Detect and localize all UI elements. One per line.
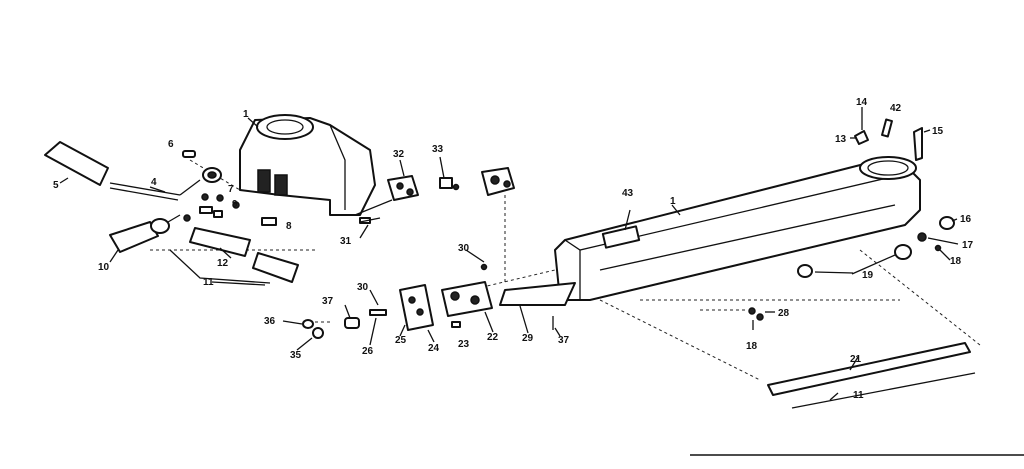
lower-latch-assembly — [302, 263, 576, 339]
callout-18-lower: 18 — [746, 341, 758, 352]
arm-column-housing — [239, 114, 376, 216]
callout-14: 14 — [856, 97, 868, 108]
radial-arm — [554, 156, 921, 301]
callout-43: 43 — [622, 188, 634, 199]
callout-6: 6 — [168, 139, 174, 150]
callout-16: 16 — [960, 214, 972, 225]
callout-11-left: 11 — [203, 277, 214, 288]
callout-8: 8 — [286, 221, 292, 232]
callout-37-right: 37 — [558, 335, 570, 346]
callout-4: 4 — [151, 177, 157, 188]
callout-25: 25 — [395, 335, 407, 346]
arm-track-rail — [767, 342, 976, 409]
callout-22: 22 — [487, 332, 499, 343]
callout-11-right: 11 — [853, 390, 864, 401]
callout-26: 26 — [362, 346, 374, 357]
callout-1-column: 1 — [243, 109, 249, 120]
callout-19: 19 — [862, 270, 874, 281]
arm-latch-parts — [354, 175, 419, 223]
callout-28: 28 — [778, 308, 790, 319]
callout-17: 17 — [962, 240, 974, 251]
callout-21: 21 — [850, 354, 862, 365]
callout-5: 5 — [53, 180, 59, 191]
leader-lines — [59, 107, 959, 401]
callout-31: 31 — [340, 236, 352, 247]
callout-9: 9 — [232, 199, 238, 210]
callout-10: 10 — [98, 262, 110, 273]
callout-1-arm: 1 — [670, 196, 676, 207]
callout-13: 13 — [835, 134, 847, 145]
lock-knob — [109, 214, 181, 253]
label-plate — [601, 225, 641, 249]
callout-35: 35 — [290, 350, 302, 361]
callout-33: 33 — [432, 144, 444, 155]
callout-42: 42 — [890, 103, 902, 114]
callout-18-right: 18 — [950, 256, 962, 267]
callout-29: 29 — [522, 333, 534, 344]
callout-7: 7 — [228, 184, 234, 195]
callout-30-lower: 30 — [357, 282, 369, 293]
callout-labels: 1 1 4 5 6 7 8 9 10 11 11 12 13 14 15 16 … — [53, 97, 974, 401]
elevation-handle — [44, 141, 222, 201]
callout-30-upper: 30 — [458, 243, 470, 254]
callout-32: 32 — [393, 149, 405, 160]
latch-bracket — [439, 167, 515, 196]
callout-23: 23 — [458, 339, 470, 350]
callout-24: 24 — [428, 343, 440, 354]
callout-36: 36 — [264, 316, 276, 327]
arm-end-parts — [748, 118, 955, 321]
callout-12: 12 — [217, 258, 229, 269]
gib-strips — [169, 227, 299, 284]
callout-15: 15 — [932, 126, 944, 137]
callout-37-left: 37 — [322, 296, 334, 307]
